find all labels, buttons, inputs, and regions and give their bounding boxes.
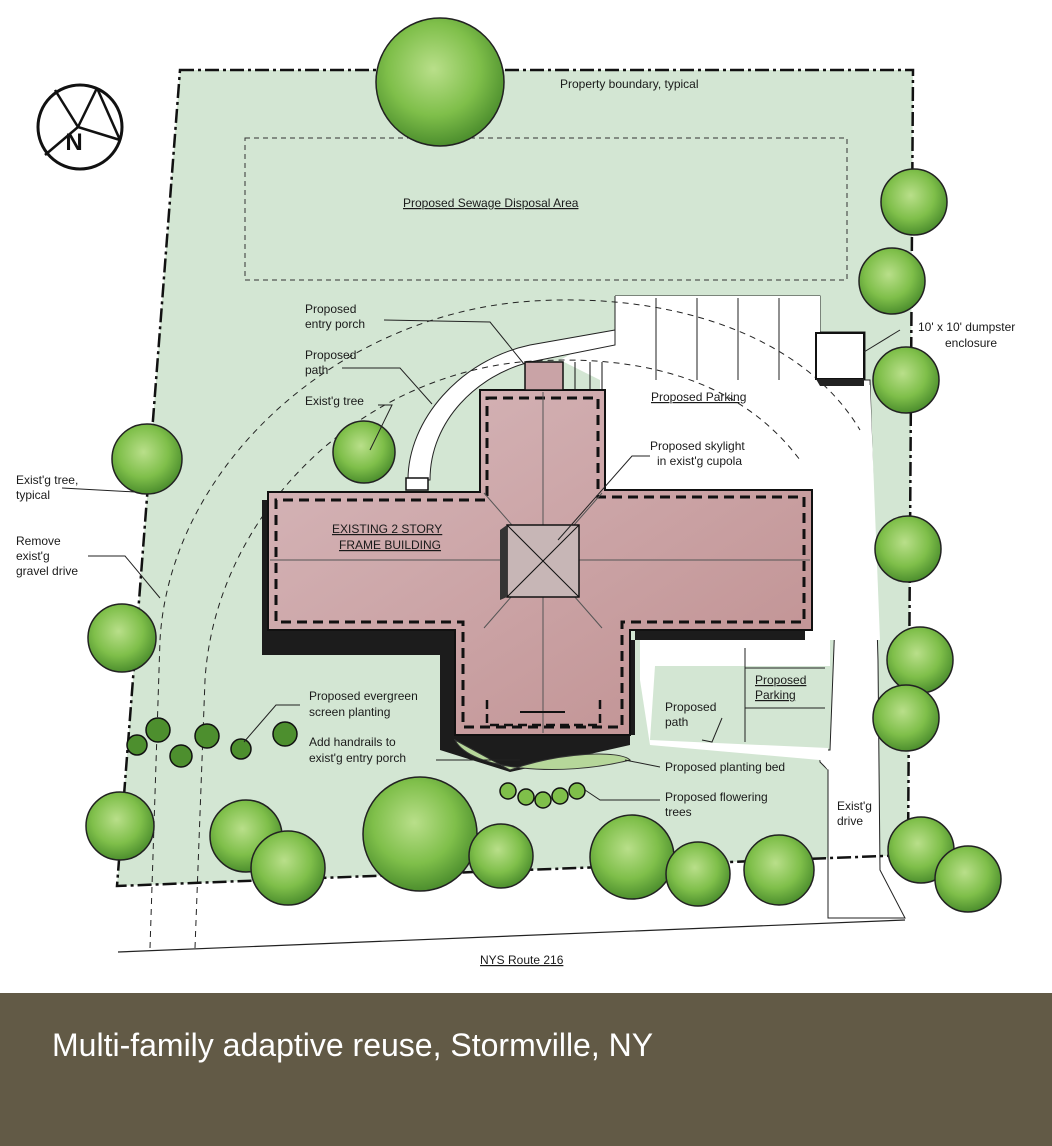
label-exist-tree: Exist'g tree (305, 394, 364, 408)
label-planting-bed: Proposed planting bed (665, 760, 785, 774)
label-parking-top: Proposed Parking (651, 390, 746, 404)
label-path-2: path (305, 363, 328, 377)
label-exist-drive-1: Exist'g (837, 799, 872, 813)
old-drive-arc-inner (194, 359, 801, 949)
label-skylight-2: in exist'g cupola (657, 454, 742, 468)
north-label: N (65, 129, 82, 156)
label-remove-drive-1: Remove (16, 534, 61, 548)
old-drive-arc-outer (149, 299, 861, 949)
label-remove-drive-2: exist'g (16, 549, 50, 563)
label-property-boundary: Property boundary, typical (560, 77, 699, 91)
label-sewage-area: Proposed Sewage Disposal Area (403, 196, 579, 210)
label-building-2: FRAME BUILDING (339, 538, 441, 552)
label-flowering-2: trees (665, 805, 692, 819)
dumpster-enclosure (815, 332, 865, 380)
label-remove-drive-3: gravel drive (16, 564, 78, 578)
proposed-path-curve (407, 329, 616, 481)
label-exist-tree-typ-2: typical (16, 488, 50, 502)
label-handrails-1: Add handrails to (309, 735, 396, 749)
caption-bar: Multi-family adaptive reuse, Stormville,… (0, 993, 1052, 1146)
label-building-1: EXISTING 2 STORY (332, 522, 442, 536)
label-exist-drive-2: drive (837, 814, 863, 828)
label-path-side-2: path (665, 715, 688, 729)
label-exist-tree-typ-1: Exist'g tree, (16, 473, 78, 487)
leader-lines (61, 319, 901, 801)
label-evergreen-2: screen planting (309, 705, 390, 719)
caption-text: Multi-family adaptive reuse, Stormville,… (52, 1027, 654, 1063)
label-parking-side-2: Parking (755, 688, 796, 702)
label-handrails-2: exist'g entry porch (309, 751, 406, 765)
label-evergreen-1: Proposed evergreen (309, 689, 418, 703)
sewage-disposal-area (244, 137, 848, 281)
north-arrow: N (36, 83, 124, 171)
label-path-side-1: Proposed (665, 700, 716, 714)
label-flowering-1: Proposed flowering (665, 790, 768, 804)
label-entry-porch-2: entry porch (305, 317, 365, 331)
label-entry-porch-1: Proposed (305, 302, 356, 316)
label-skylight-1: Proposed skylight (650, 439, 745, 453)
site-plan-drawing: N Property boundary, typical Proposed Se… (16, 17, 1016, 967)
label-route: NYS Route 216 (480, 953, 564, 967)
label-path-1: Proposed (305, 348, 356, 362)
entry-porch (524, 361, 564, 391)
label-dumpster-2: enclosure (945, 336, 997, 350)
road-edge (117, 919, 906, 953)
label-parking-side-1: Proposed (755, 673, 806, 687)
label-dumpster-1: 10' x 10' dumpster (918, 320, 1015, 334)
building-shadow (262, 500, 805, 772)
trees (85, 17, 1002, 913)
